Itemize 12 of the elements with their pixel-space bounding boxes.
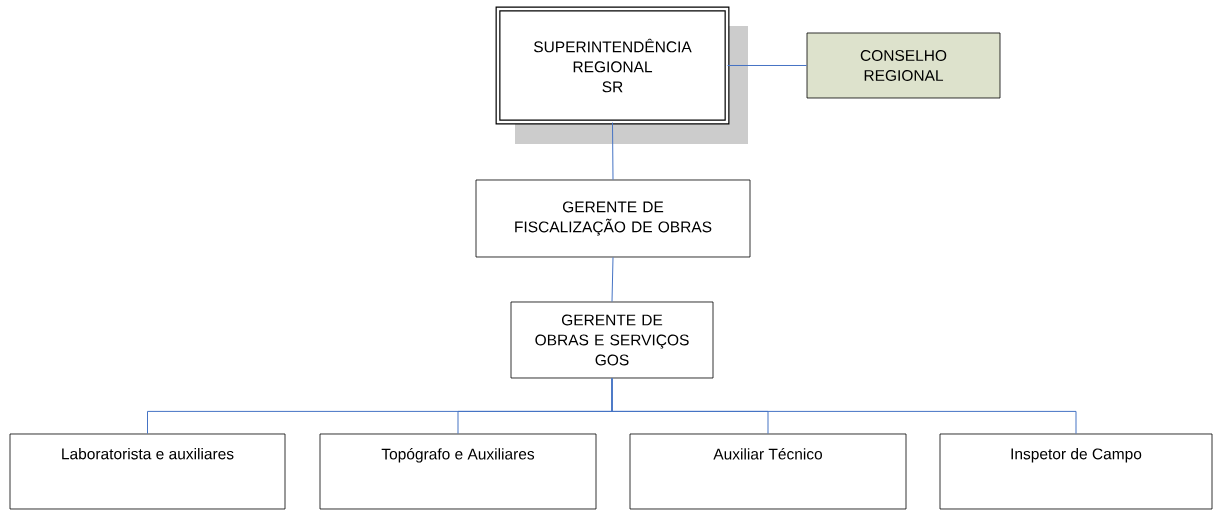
org-box: Laboratorista e auxiliares <box>9 433 286 510</box>
org-box: Inspetor de Campo <box>939 433 1213 510</box>
connector-line <box>612 122 614 181</box>
connector-line <box>611 377 1077 435</box>
connector-line <box>727 65 808 66</box>
connector-line <box>611 256 614 303</box>
org-box: Auxiliar Técnico <box>629 433 907 510</box>
org-box: GERENTE DE OBRAS E SERVIÇOS GOS <box>510 301 714 379</box>
title-box: SUPERINTENDÊNCIA REGIONAL SR <box>495 6 730 125</box>
org-box: Topógrafo e Auxiliares <box>319 433 597 510</box>
org-box: CONSELHO REGIONAL <box>806 32 1001 99</box>
org-box: GERENTE DE FISCALIZAÇÃO DE OBRAS <box>475 179 751 258</box>
